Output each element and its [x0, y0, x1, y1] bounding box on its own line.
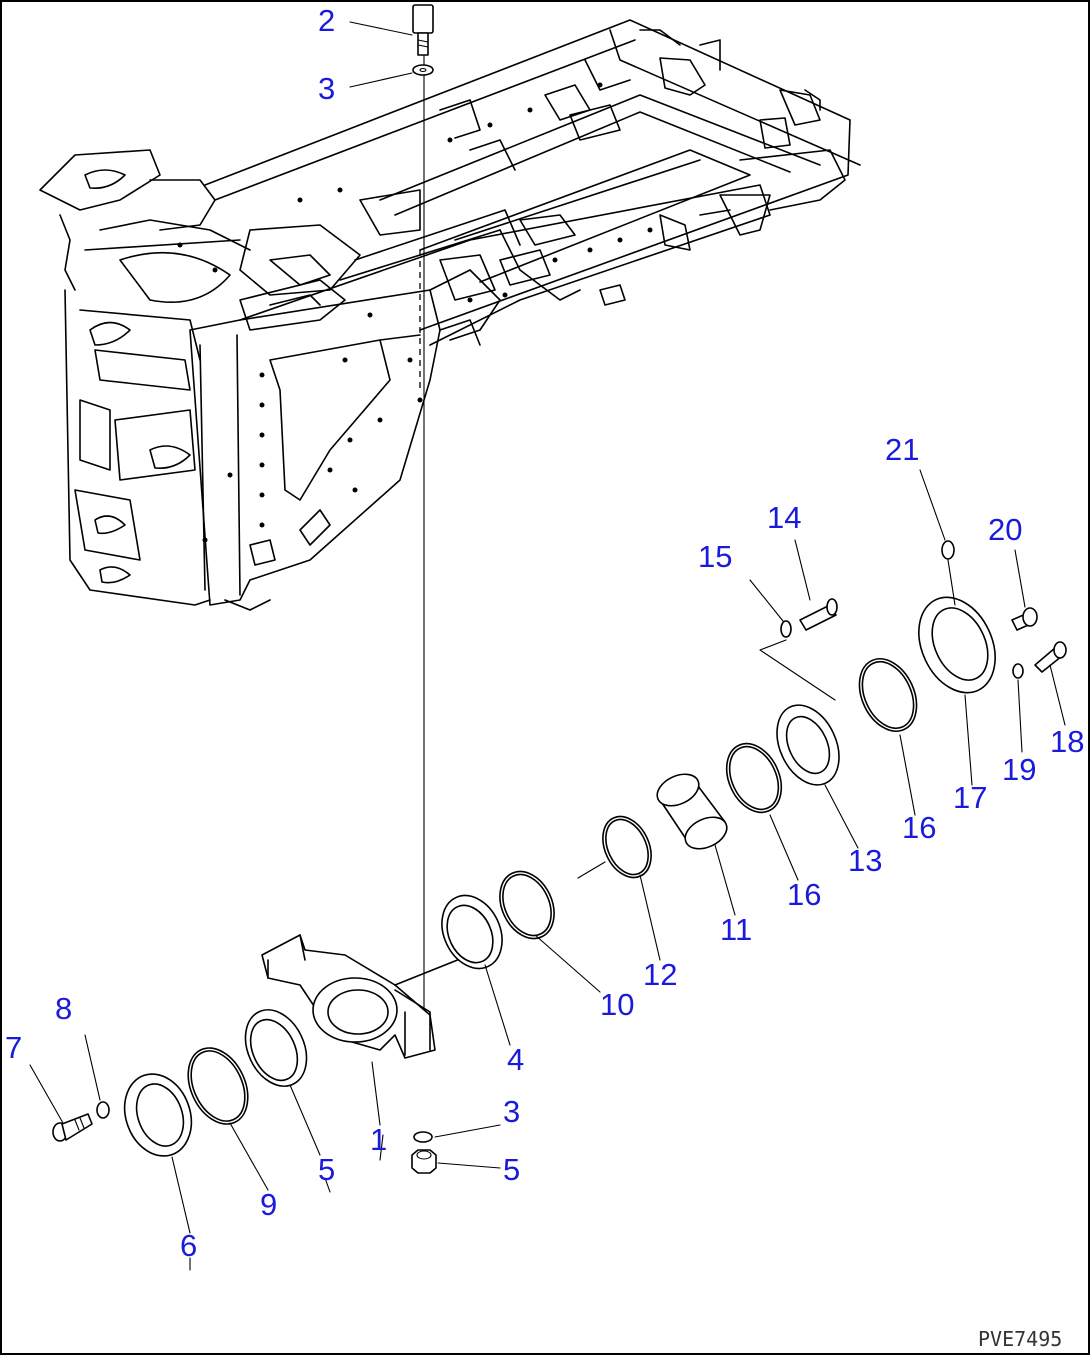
- callout-7: 9: [260, 1187, 277, 1222]
- bolt-part-9: [52, 1113, 93, 1142]
- bolt-part-18: [1034, 641, 1067, 673]
- callout-21: 21: [885, 432, 919, 467]
- drawing-code: PVE7495: [978, 1327, 1062, 1351]
- callout-2: 2: [318, 3, 335, 38]
- bushing-part-5-left: [244, 1009, 308, 1087]
- callout-12: 12: [643, 957, 677, 992]
- callout-5-left: 5: [318, 1152, 335, 1187]
- sleeve-part-11: [656, 773, 728, 850]
- callout-8: 10: [600, 987, 634, 1022]
- callout-18: 18: [1050, 724, 1084, 759]
- bolt-part-14: [799, 598, 838, 631]
- ring-part-7: [187, 1047, 249, 1125]
- washer-part-3-bottom: [413, 1131, 433, 1143]
- washer-part-3-top: [412, 64, 434, 76]
- ring-part-16-b: [858, 658, 918, 732]
- callout-17: 17: [953, 780, 987, 815]
- washer-part-15: [780, 620, 792, 638]
- callout-3-bottom: 3: [503, 1094, 520, 1129]
- ring-part-12: [602, 815, 652, 879]
- cover-part-17: [918, 596, 996, 694]
- nut-part-4: [411, 1149, 437, 1174]
- callout-5-right: 4: [507, 1042, 524, 1077]
- callout-4: 5: [503, 1152, 520, 1187]
- callout-11: 11: [720, 912, 752, 947]
- callout-20: 20: [988, 512, 1022, 547]
- callout-16-a: 16: [787, 877, 821, 912]
- leader-line: [577, 861, 606, 879]
- callout-labels: 2 3 21 14 20 15 18 19 17 16 13 16 11 12 …: [5, 3, 1084, 1263]
- callout-15: 15: [698, 539, 732, 574]
- callout-14: 14: [767, 500, 801, 535]
- bushing-part-5-right: [441, 894, 503, 970]
- assembly-line-13: [759, 639, 836, 701]
- leader-lines: [29, 21, 1066, 1271]
- plate-part-13: [776, 704, 840, 786]
- ring-part-8: [499, 870, 555, 940]
- washer-part-10: [96, 1101, 110, 1119]
- washer-part-19: [1012, 663, 1024, 679]
- callout-6: 6: [180, 1228, 197, 1263]
- callout-10: 8: [55, 991, 72, 1026]
- bolt-part-20: [1011, 607, 1038, 631]
- callout-19: 19: [1002, 752, 1036, 787]
- bolt-part-2: [412, 4, 434, 56]
- callout-16-b: 16: [902, 810, 936, 845]
- main-frame: [39, 19, 861, 611]
- callout-1: 1: [370, 1122, 387, 1157]
- callout-13: 13: [848, 843, 882, 878]
- frame-bolt-holes: [177, 82, 653, 543]
- callout-3-top: 3: [318, 71, 335, 106]
- plate-part-6: [123, 1073, 193, 1157]
- ring-part-16-a: [725, 742, 783, 814]
- fitting-part-21: [941, 540, 956, 606]
- callout-9: 7: [5, 1030, 22, 1065]
